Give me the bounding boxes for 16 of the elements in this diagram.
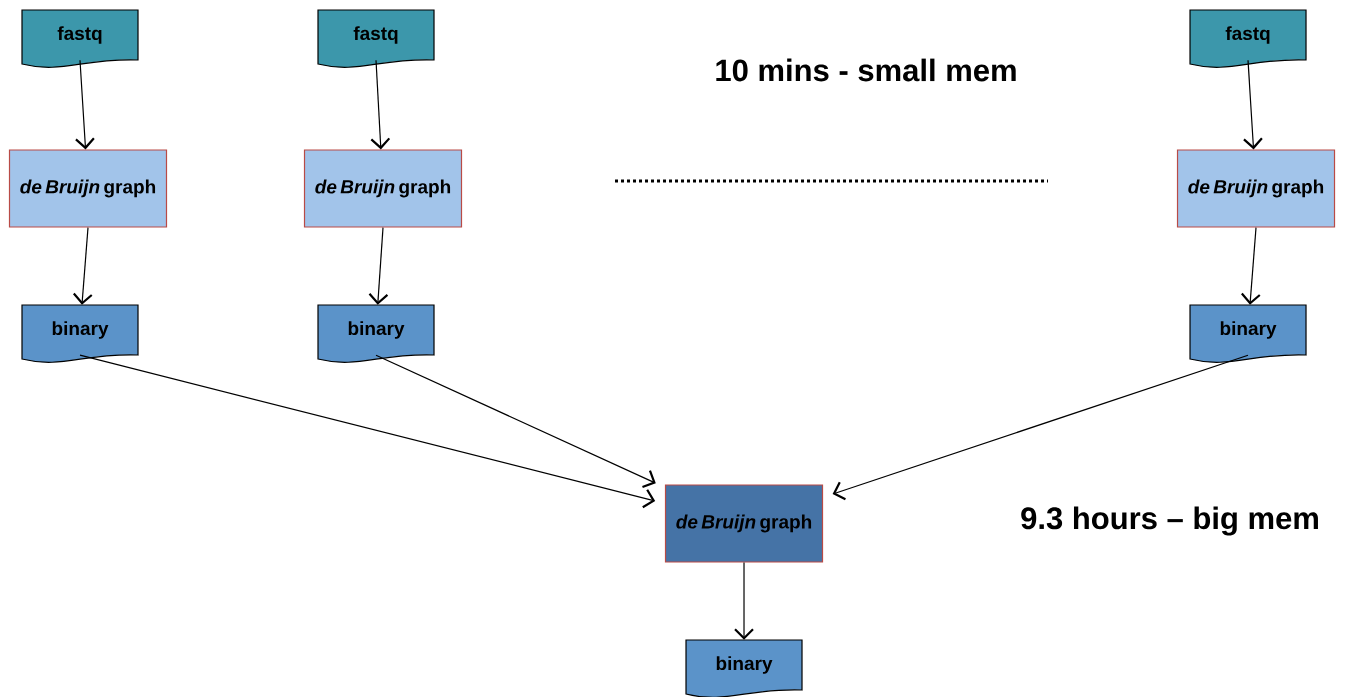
- arrow: [73, 227, 93, 305]
- arrow: [75, 59, 95, 150]
- arrow: [1241, 227, 1261, 305]
- arrow: [1243, 59, 1263, 150]
- process-box: de Bruijn graph: [8, 149, 168, 228]
- note-text: 10 mins - small mem: [716, 58, 1016, 82]
- arrow: [370, 59, 391, 150]
- arrow: [832, 354, 1249, 501]
- process-box: de Bruijn graph: [664, 484, 824, 563]
- arrow: [375, 354, 656, 489]
- process-box: de Bruijn graph: [1176, 149, 1336, 228]
- process-box: de Bruijn graph: [303, 149, 463, 228]
- arrow: [368, 227, 389, 305]
- arrow: [734, 562, 754, 640]
- arrow: [79, 354, 656, 509]
- note-text: 9.3 hours – big mem: [1021, 506, 1318, 536]
